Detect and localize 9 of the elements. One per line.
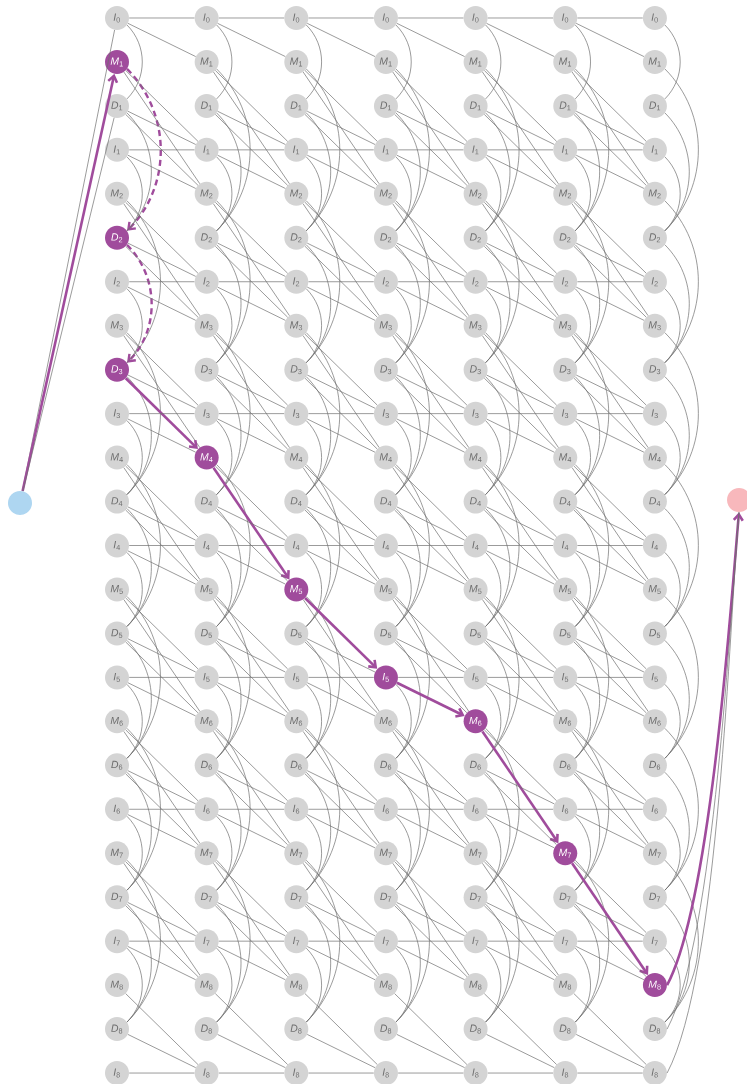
arrow bbox=[126, 68, 162, 231]
arrow bbox=[396, 681, 465, 718]
arrow bbox=[212, 466, 290, 580]
start-circle bbox=[8, 491, 32, 515]
arrow bbox=[304, 597, 378, 669]
arrow bbox=[571, 862, 649, 976]
arrow bbox=[481, 730, 559, 844]
arrow bbox=[126, 244, 153, 363]
arrow bbox=[124, 377, 198, 450]
